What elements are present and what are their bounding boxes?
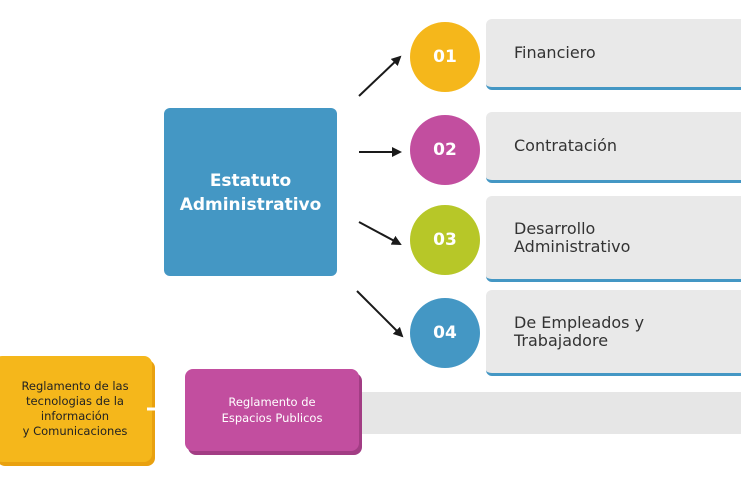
card-label-04: De Empleados y Trabajadore [514,312,645,350]
card-03: Desarrollo Administrativo [486,196,741,282]
card-01: Financiero [486,19,741,90]
bottom-bar [360,392,741,434]
circle-number-02: 02 [433,140,457,160]
card-label-02: Contratación [514,136,618,155]
circle-04: 04 [410,298,480,368]
circle-02: 02 [410,115,480,185]
circle-number-01: 01 [433,47,457,67]
target-regulation-label: Reglamento de Espacios Publicos [221,395,323,425]
main-node-label: Estatuto Administrativo [179,171,322,215]
circle-number-04: 04 [433,323,457,343]
arrow-to-03 [358,221,402,245]
card-label-01: Financiero [514,43,596,62]
arrow-to-04 [356,290,404,338]
main-node: Estatuto Administrativo [164,108,337,276]
circle-01: 01 [410,22,480,92]
target-regulation-box: Reglamento de Espacios Publicos [185,369,359,451]
source-regulation-box: Reglamento de las tecnologias de la info… [0,356,152,462]
arrow-to-01 [358,55,402,97]
source-regulation-label: Reglamento de las tecnologias de la info… [21,379,129,438]
card-02: Contratación [486,112,741,183]
circle-number-03: 03 [433,230,457,250]
card-04: De Empleados y Trabajadore [486,290,741,376]
circle-03: 03 [410,205,480,275]
card-label-03: Desarrollo Administrativo [514,218,631,256]
